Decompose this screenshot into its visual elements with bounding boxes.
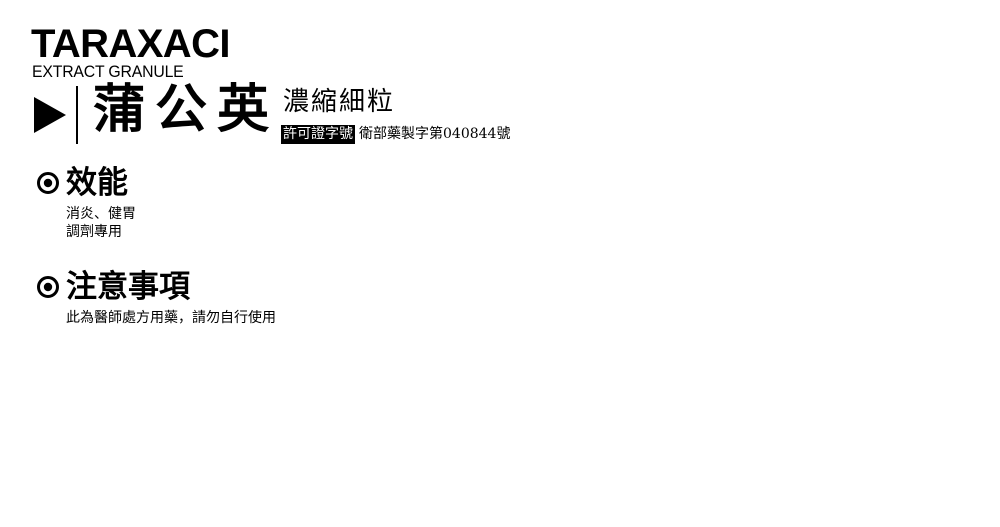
efficacy-title: 效能 <box>66 165 128 201</box>
license-number: 衛部藥製字第040844號 <box>359 125 511 142</box>
play-triangle-icon <box>34 97 66 133</box>
cautions-section: 注意事項 此為醫師處方用藥，請勿自行使用 <box>36 267 276 327</box>
license-label-badge: 許可證字號 <box>281 124 355 144</box>
license-row: 許可證字號 衛部藥製字第040844號 <box>281 124 510 144</box>
cautions-line: 此為醫師處方用藥，請勿自行使用 <box>66 310 276 326</box>
efficacy-body: 消炎、健胃 調劑專用 <box>66 205 136 241</box>
efficacy-line: 調劑專用 <box>66 224 122 240</box>
efficacy-header: 效能 <box>36 163 136 203</box>
efficacy-line: 消炎、健胃 <box>66 206 136 222</box>
cautions-body: 此為醫師處方用藥，請勿自行使用 <box>66 309 276 327</box>
cautions-header: 注意事項 <box>36 267 276 307</box>
chinese-product-name: 蒲公英 <box>93 79 280 140</box>
cautions-title: 注意事項 <box>66 269 190 305</box>
product-form: 濃縮細粒 <box>283 87 396 117</box>
title-divider <box>76 86 78 144</box>
target-circle-icon <box>37 172 59 194</box>
latin-product-name: TARAXACI <box>31 22 231 66</box>
target-circle-icon <box>37 276 59 298</box>
efficacy-section: 效能 消炎、健胃 調劑專用 <box>36 163 136 241</box>
latin-product-subtitle: EXTRACT GRANULE <box>32 62 184 81</box>
